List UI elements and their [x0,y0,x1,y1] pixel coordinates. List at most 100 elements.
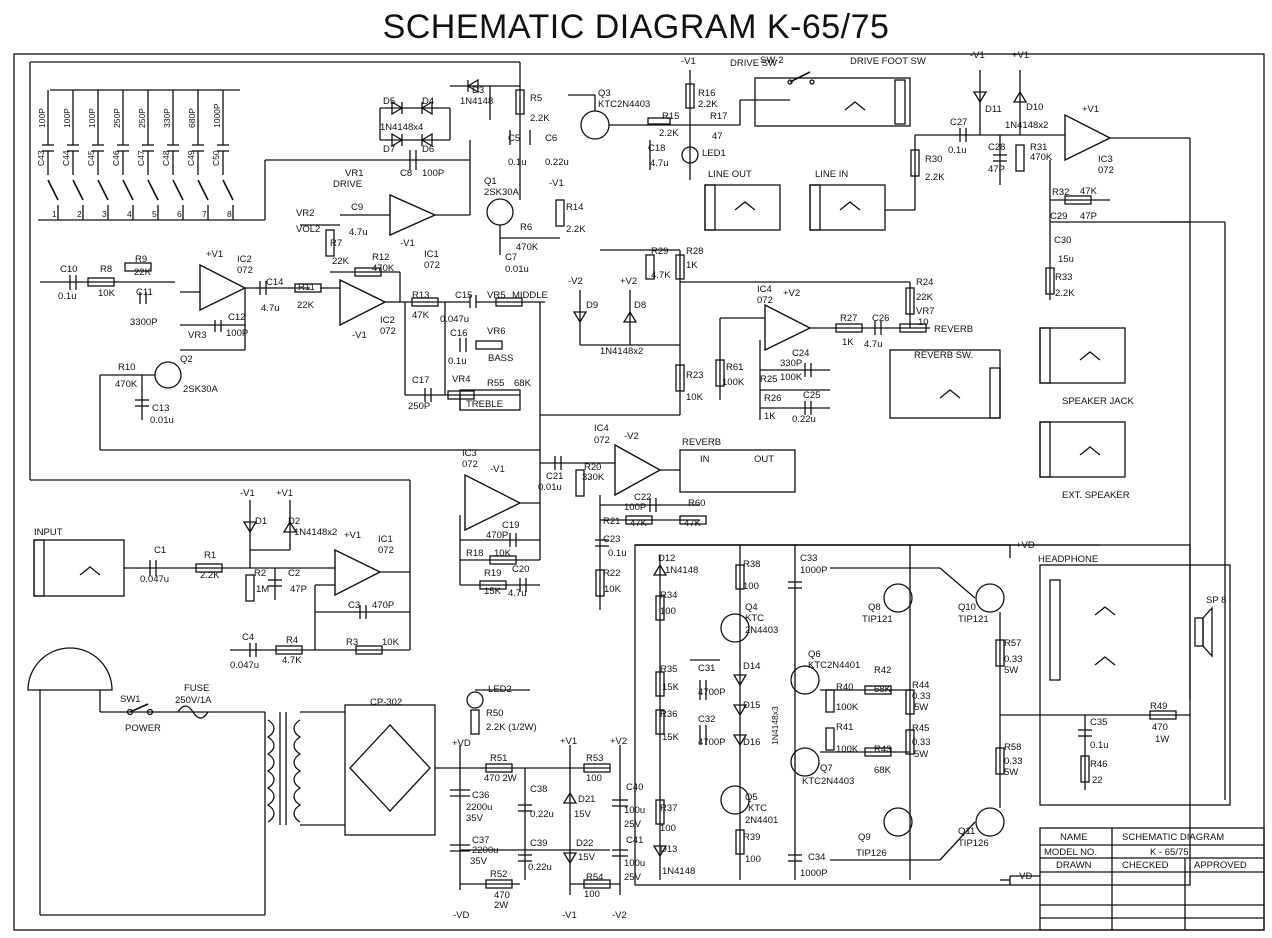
label-q8v: TIP121 [862,614,893,625]
label-r20: R20 [584,462,601,473]
label-d3v: 1N4148 [460,96,493,107]
label-reverbtank: REVERB [682,437,721,448]
bank-switch [122,179,134,201]
label-q2: Q2 [180,354,193,365]
label-c12v: 100P [226,328,248,339]
label-ic1b: IC1 [378,534,393,545]
label-pvd2: +VD [1016,540,1035,551]
label-q9: Q9 [858,832,871,843]
headphone-jack [1039,564,1231,806]
label-q4w: 2N4403 [745,625,778,636]
label-d1: D1 [255,516,267,527]
label-r57v: 0.33 [1004,654,1023,665]
vol-ic2-section [40,224,540,451]
label-ic4bv: 072 [594,435,610,446]
label-c27: C27 [950,117,967,128]
label-r32: R32 [1052,187,1069,198]
label-drivesw: DRIVE SW [730,58,777,69]
label-c23: C23 [603,534,620,545]
label-r55v: 68K [514,378,532,389]
label-sp8: SP 8 [1206,595,1226,606]
label-r35v: 15K [662,682,680,693]
label-r27v: 1K [842,337,854,348]
label-r46: R46 [1090,759,1107,770]
label-pv1a: +V1 [1012,50,1029,61]
label-d12v: 1N4148 [665,565,698,576]
label-q8: Q8 [868,602,881,613]
label-c32: C32 [698,714,715,725]
label-vr1: VR1 [345,168,363,179]
label-c36: C36 [472,790,489,801]
label-nvd2: -VD [1016,871,1033,882]
label-c31: C31 [698,663,715,674]
label-c41: C41 [626,835,643,846]
label-r10v: 470K [115,379,138,390]
label-c24v: 330P [780,358,802,369]
tb-approved: APPROVED [1194,860,1247,871]
label-r54v: 100 [584,889,600,900]
label-drive: DRIVE [333,179,362,190]
line-jacks [704,134,1065,231]
label-r28v: 1K [686,260,698,271]
label-led1: LED1 [702,148,726,159]
label-vr4: VR4 [452,374,470,385]
label-c34v: 1000P [800,868,827,879]
label-c21v: 0.01u [538,482,562,493]
label-r13: R13 [412,290,429,301]
label-drivefoot: DRIVE FOOT SW [850,56,926,67]
label-ic2a: IC2 [237,254,252,265]
label-r21: R21 [603,516,620,527]
label-r12v: 470K [372,263,395,274]
label-pv1d: +V1 [276,488,293,499]
label-c25: C25 [803,390,820,401]
label-c3v: 470P [372,600,394,611]
label-c28: C28 [988,142,1005,153]
label-r18v: 10K [494,548,512,559]
label-c4v: 0.047u [230,660,259,671]
label-d21: D21 [578,794,595,805]
label-c15v: 0.047u [440,314,469,325]
label-sw1: SW1 [120,694,141,705]
label-d7: D7 [383,144,395,155]
power-amplifier [634,544,1191,886]
bank-switch [97,179,109,201]
label-c41w: 25V [624,872,642,883]
label-input: INPUT [34,527,63,538]
label-c16v: 0.1u [448,356,467,367]
label-c35: C35 [1090,717,1107,728]
label-r44: R44 [912,680,929,691]
label-c20v: 4.7u [508,588,527,599]
label-ic4av: 072 [757,295,773,306]
label-r30: R30 [925,154,942,165]
label-r29: R29 [651,246,668,257]
label-c8: C8 [400,168,412,179]
label-nv2a: -V2 [568,276,583,287]
label-r26: R26 [764,393,781,404]
label-c21: C21 [546,471,563,482]
cap-value-label: 250P [137,108,147,128]
label-r39v: 100 [745,854,761,865]
label-r43: R43 [874,744,891,755]
label-r16: R16 [698,88,715,99]
label-r23: R23 [686,370,703,381]
switch-number-label: 5 [152,209,157,219]
label-r2v: 1M [256,584,269,595]
label-nv1b: -V1 [970,50,985,61]
label-r55: R55 [487,378,504,389]
label-dx4: 1N4148x4 [380,122,423,133]
label-extspeaker: EXT. SPEAKER [1062,490,1130,501]
switch-number-label: 8 [227,209,232,219]
switch-number-label: 2 [77,209,82,219]
label-q2v: 2SK30A [183,384,219,395]
label-r49: R49 [1150,701,1167,712]
label-c18: C18 [648,143,665,154]
label-c17: C17 [412,375,429,386]
label-nv2b: -V2 [624,431,639,442]
cap-ref-label: C47 [136,150,146,166]
label-ic4a: IC4 [757,284,772,295]
label-c35v: 0.1u [1090,740,1109,751]
label-q5v: KTC [748,803,767,814]
label-c22: C22 [634,492,651,503]
label-nv1c: -V1 [400,238,415,249]
label-ic3a: IC3 [1098,154,1113,165]
